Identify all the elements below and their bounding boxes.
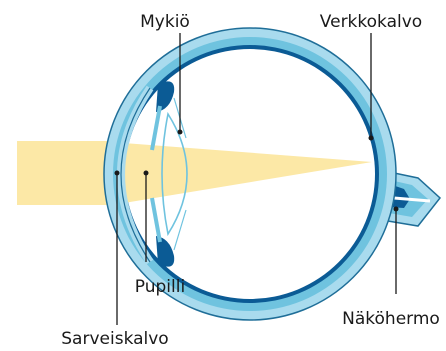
svg-text:Pupilli: Pupilli bbox=[135, 277, 185, 297]
svg-text:Verkkokalvo: Verkkokalvo bbox=[320, 12, 422, 32]
svg-text:Sarveiskalvo: Sarveiskalvo bbox=[61, 329, 168, 349]
svg-text:Mykiö: Mykiö bbox=[140, 12, 190, 32]
svg-text:Näköhermo: Näköhermo bbox=[342, 309, 440, 329]
